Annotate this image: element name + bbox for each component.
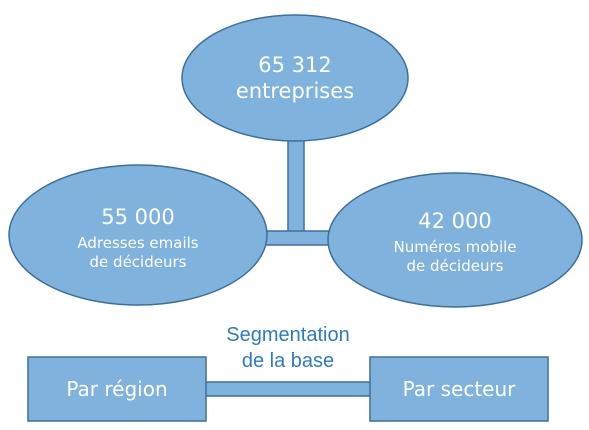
top-node-value: 65 312: [258, 52, 332, 77]
region-box-label: Par région: [66, 377, 168, 401]
sector-box: [369, 356, 549, 422]
segmentation-title-line2: de la base: [241, 350, 335, 372]
right-node-text: 42 000 Numéros mobile de décideurs: [347, 200, 563, 284]
segmentation-title: Segmentation de la base: [200, 322, 376, 374]
sector-box-label: Par secteur: [402, 377, 516, 401]
right-node-value: 42 000: [418, 209, 492, 234]
right-node-ellipse: [327, 172, 583, 308]
left-node-text: 55 000 Adresses emails de décideurs: [30, 196, 246, 280]
region-box: [27, 356, 207, 422]
left-node-label-line1: Adresses emails: [77, 234, 199, 253]
left-node-value: 55 000: [101, 205, 175, 230]
top-node-ellipse: [181, 14, 409, 142]
box-connector: [203, 381, 373, 397]
top-node-text: 65 312 entreprises: [195, 38, 395, 118]
segmentation-title-line1: Segmentation: [226, 324, 350, 346]
right-node-label-line2: de décideurs: [406, 257, 504, 276]
side-connector: [261, 230, 333, 246]
right-node-label-line1: Numéros mobile: [393, 238, 517, 257]
left-node-ellipse: [8, 164, 268, 306]
top-node-label: entreprises: [235, 79, 355, 103]
top-connector: [287, 139, 305, 233]
left-node-label-line2: de décideurs: [89, 253, 187, 272]
